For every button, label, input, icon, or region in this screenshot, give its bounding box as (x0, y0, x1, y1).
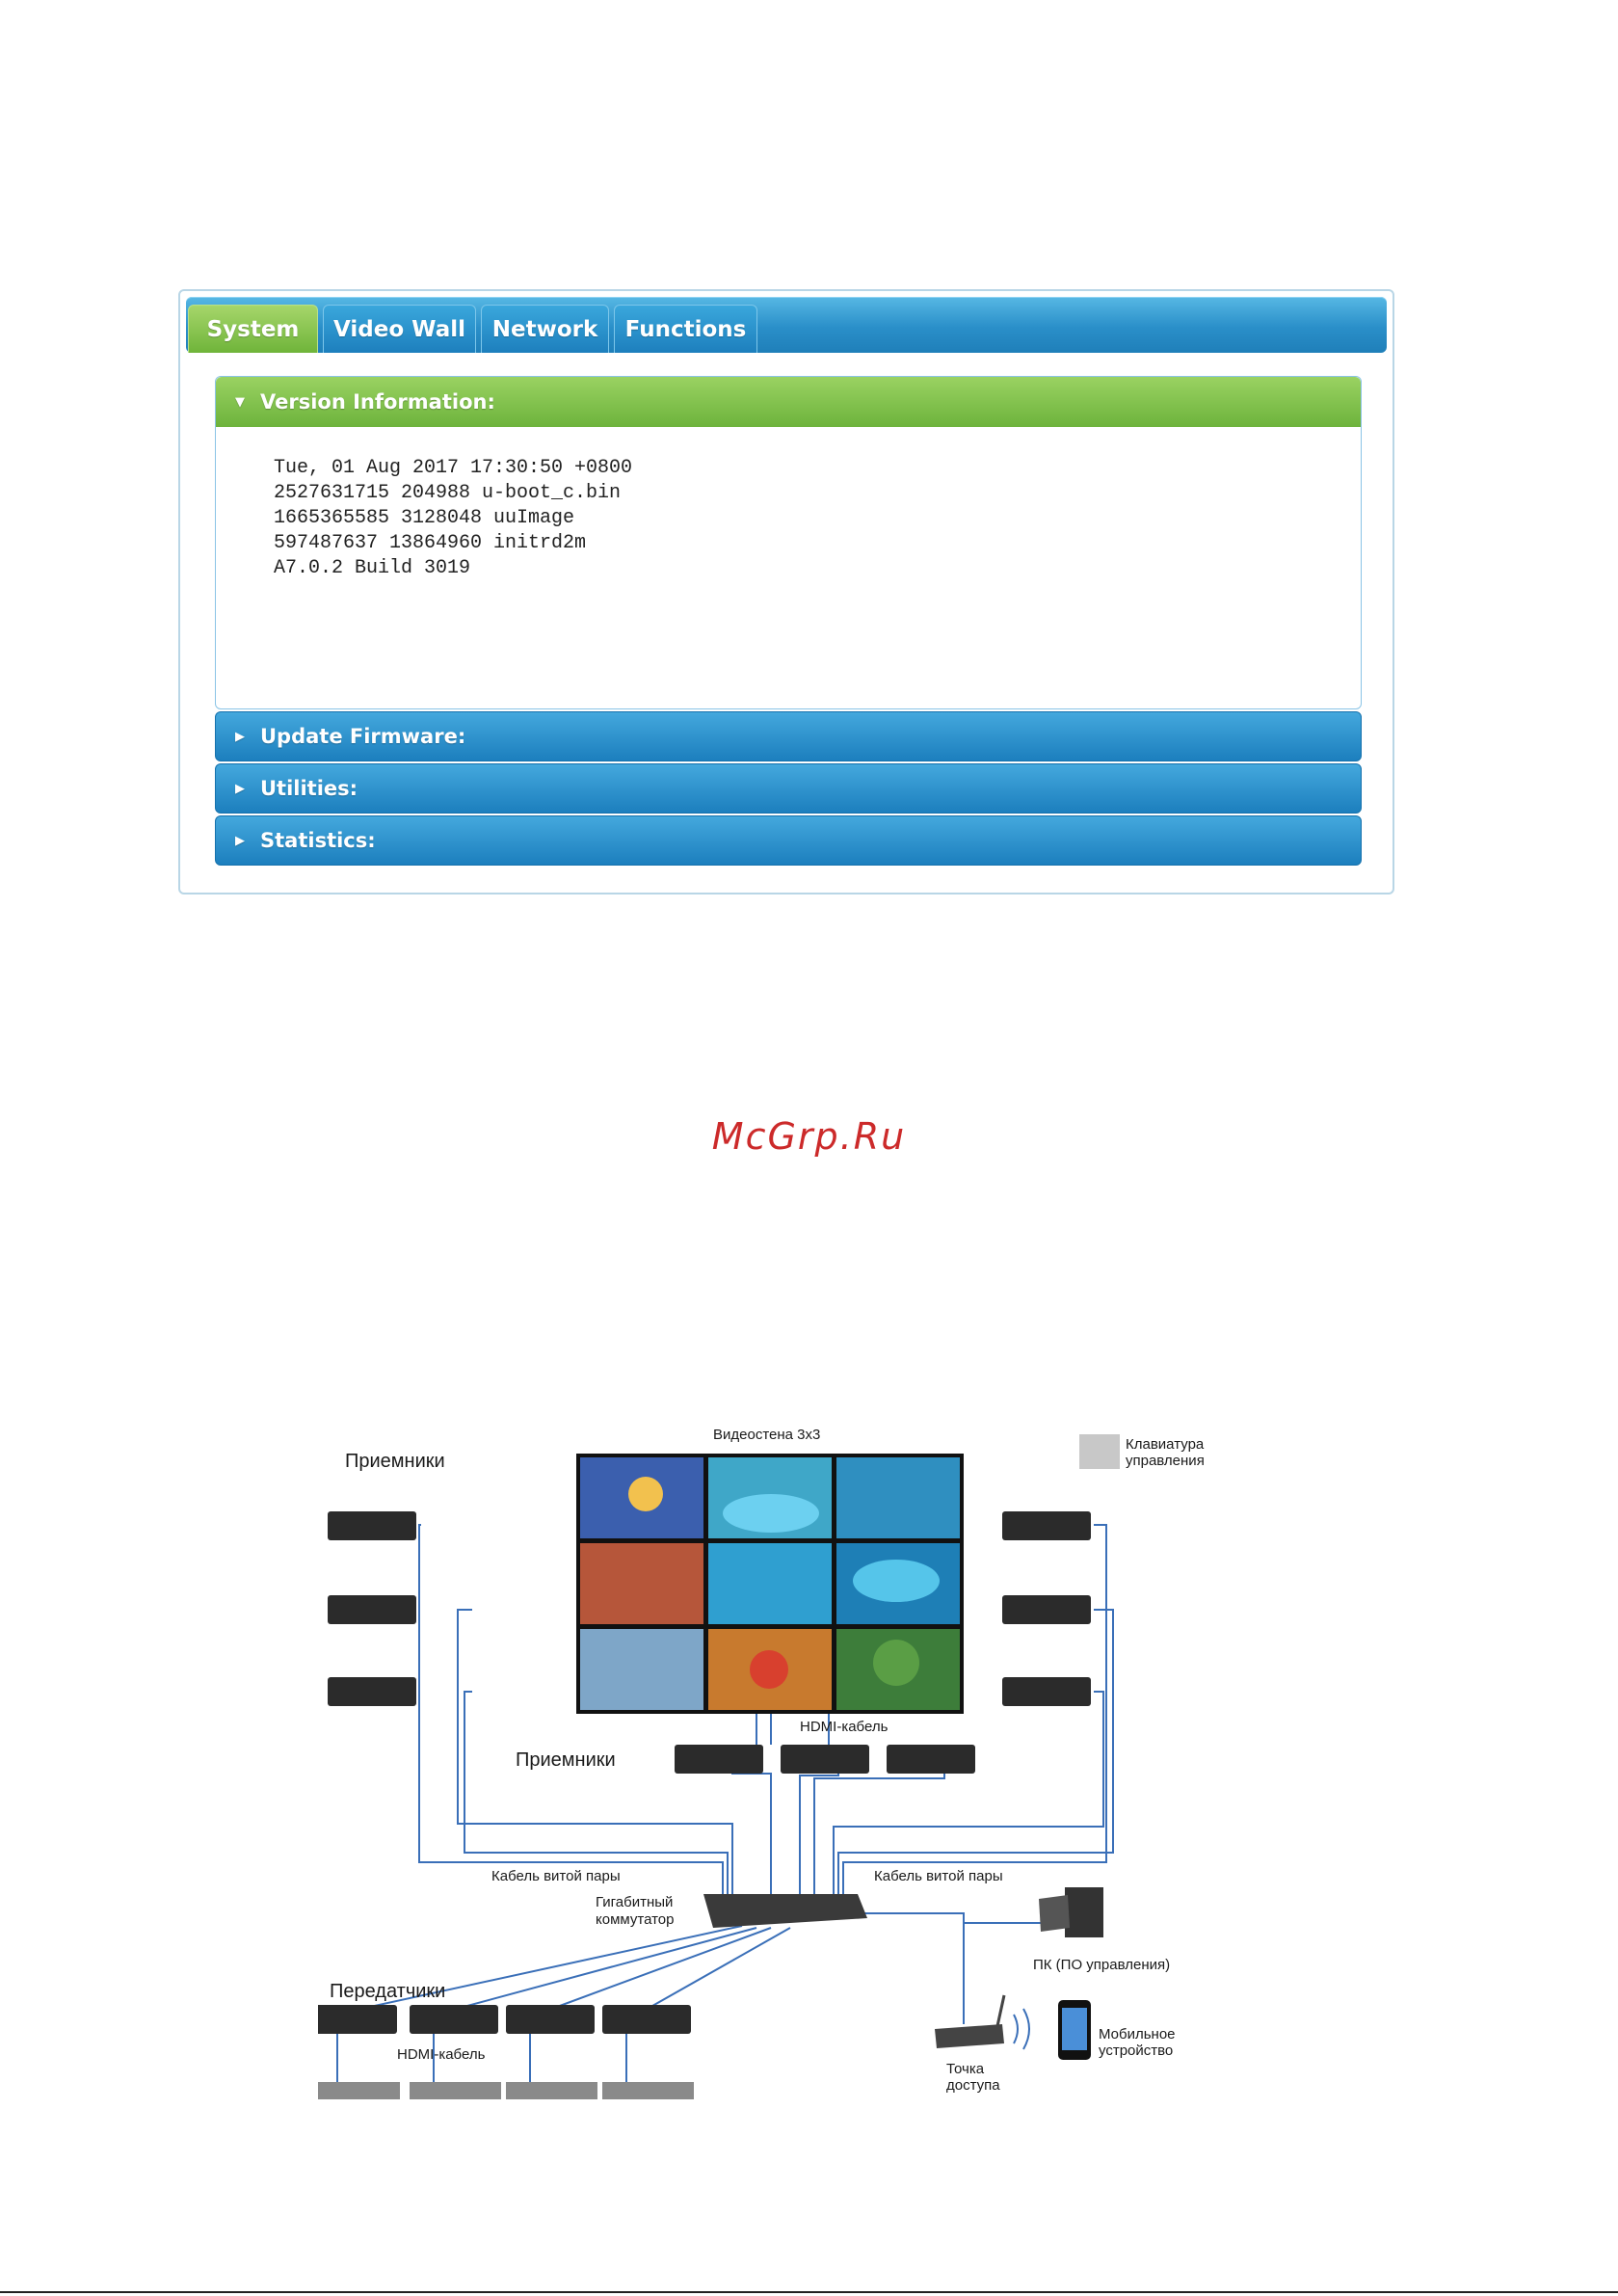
hdmi-cable-bottom-label: HDMI-кабель (397, 2046, 486, 2063)
diagram-drawing (318, 1434, 1120, 2099)
version-line: 1665365585 3128048 uuImage (274, 507, 575, 529)
utilities-header[interactable]: ▶ Utilities: (215, 763, 1362, 814)
chevron-right-icon: ▶ (235, 729, 245, 744)
transmitters-label: Передатчики (330, 1981, 446, 2002)
web-config-panel: System Video Wall Network Functions ▼ Ve… (178, 289, 1394, 894)
update-firmware-title: Update Firmware: (260, 725, 466, 748)
statistics-title: Statistics: (260, 829, 376, 852)
version-information-section: ▼ Version Information: Tue, 01 Aug 2017 … (215, 376, 1362, 709)
version-line: A7.0.2 Build 3019 (274, 557, 471, 579)
version-line: 597487637 13864960 initrd2m (274, 532, 587, 554)
version-information-header[interactable]: ▼ Version Information: (216, 377, 1361, 427)
version-line: Tue, 01 Aug 2017 17:30:50 +0800 (274, 457, 633, 479)
wifi-icon (1013, 2008, 1030, 2050)
twisted-pair-right-label: Кабель витой пары (874, 1868, 1003, 1884)
statistics-header[interactable]: ▶ Statistics: (215, 815, 1362, 866)
update-firmware-section[interactable]: ▶ Update Firmware: (215, 711, 1362, 761)
video-wall (576, 1454, 964, 1714)
version-details: Tue, 01 Aug 2017 17:30:50 +0800 25276317… (216, 427, 1361, 581)
tab-bar: System Video Wall Network Functions (186, 297, 1387, 353)
access-point-label: Точка доступа (946, 2061, 1000, 2094)
keypad-label: Клавиатура управления (1126, 1436, 1205, 1469)
network-diagram: Видеостена 3x3 Приемники Приемники HDMI-… (318, 1417, 1253, 2111)
utilities-section[interactable]: ▶ Utilities: (215, 763, 1362, 814)
page-bottom-rule (0, 2291, 1618, 2293)
receivers-center-label: Приемники (516, 1749, 616, 1771)
watermark: McGrp.Ru (711, 1115, 907, 1158)
mobile-device-label: Мобильное устройство (1099, 2026, 1176, 2059)
chevron-right-icon: ▶ (235, 833, 245, 848)
chevron-down-icon: ▼ (235, 394, 245, 410)
video-wall-label: Видеостена 3x3 (713, 1427, 821, 1443)
chevron-right-icon: ▶ (235, 781, 245, 796)
statistics-section[interactable]: ▶ Statistics: (215, 815, 1362, 866)
devices (318, 1434, 1120, 2099)
pc-label: ПК (ПО управления) (1033, 1957, 1171, 1973)
receivers-left-label: Приемники (345, 1451, 445, 1472)
utilities-title: Utilities: (260, 777, 358, 800)
switch-label: Гигабитный коммутатор (596, 1894, 675, 1928)
version-information-title: Version Information: (260, 390, 495, 414)
version-line: 2527631715 204988 u-boot_c.bin (274, 482, 622, 504)
twisted-pair-left-label: Кабель витой пары (491, 1868, 621, 1884)
hdmi-cable-top-label: HDMI-кабель (800, 1719, 889, 1735)
tab-video-wall[interactable]: Video Wall (323, 305, 476, 353)
tab-functions[interactable]: Functions (614, 305, 757, 353)
tab-system[interactable]: System (188, 305, 318, 353)
tab-network[interactable]: Network (481, 305, 609, 353)
update-firmware-header[interactable]: ▶ Update Firmware: (215, 711, 1362, 761)
